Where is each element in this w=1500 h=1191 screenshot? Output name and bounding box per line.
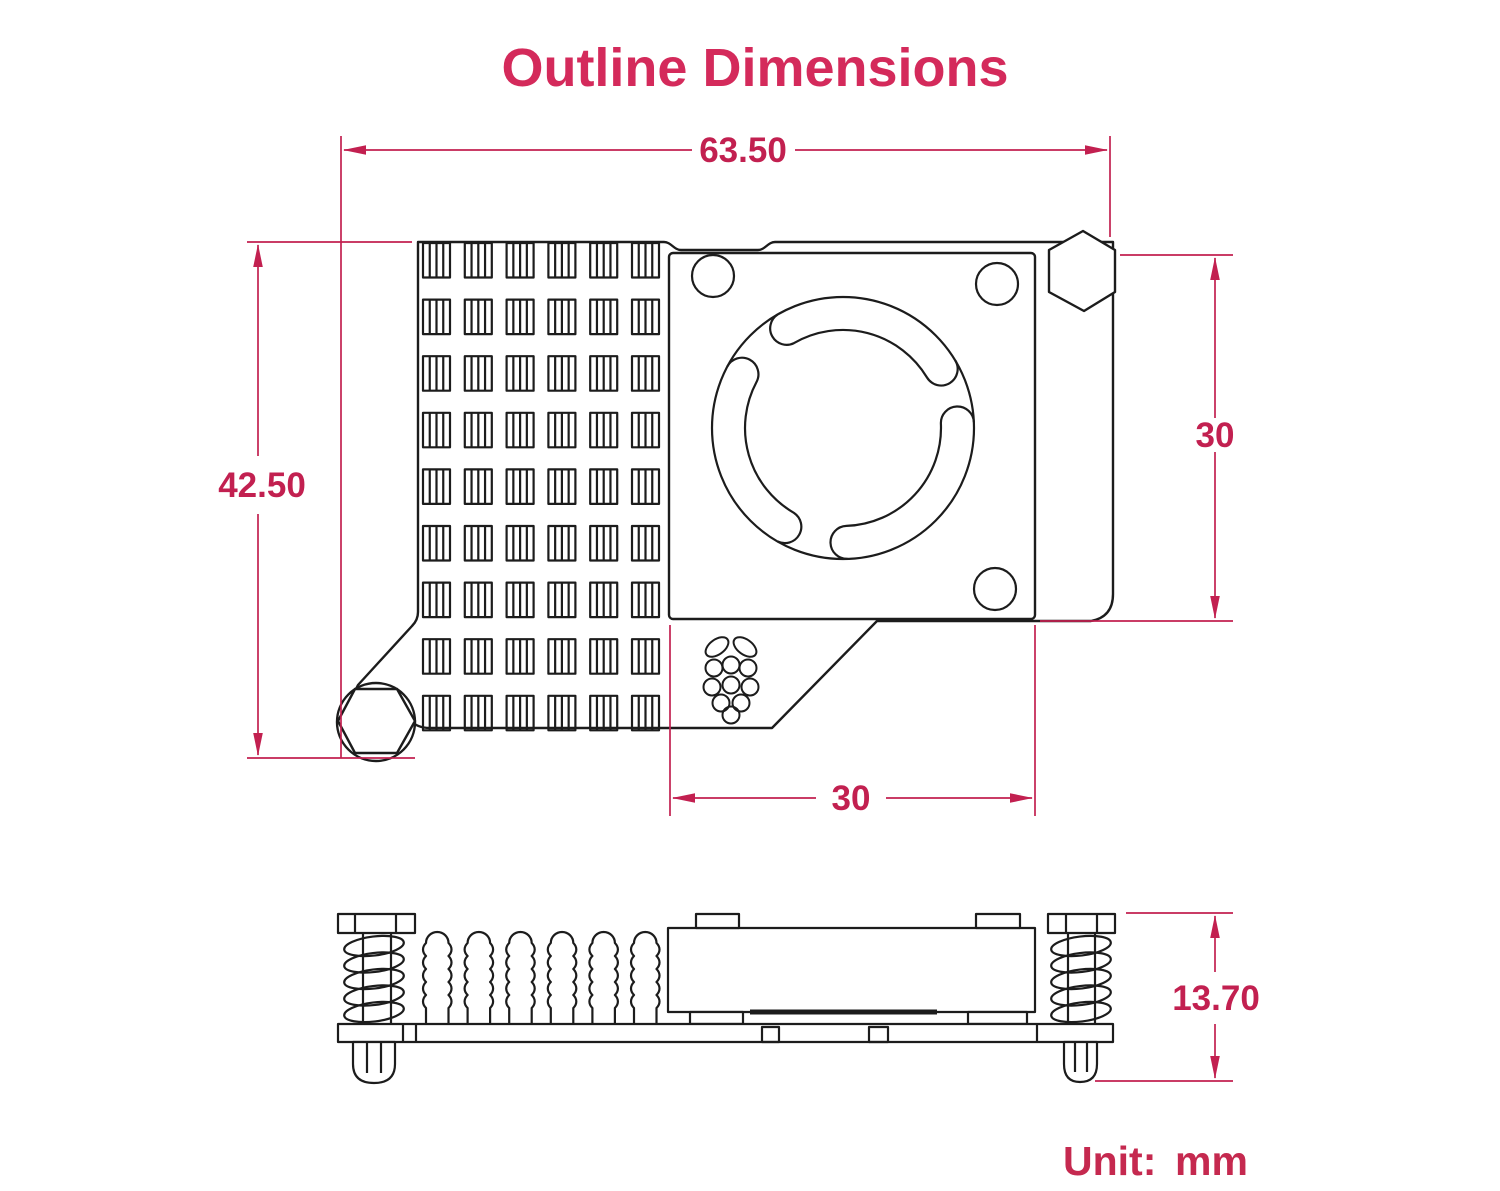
pin-tip-left — [351, 1040, 397, 1085]
side-view — [336, 912, 1117, 1085]
arrow-right — [1010, 793, 1033, 803]
logo-berry-lobe — [702, 677, 722, 697]
fan-tab-left — [694, 912, 741, 930]
pin-tip-right — [1062, 1040, 1099, 1084]
push-pin-tips — [351, 1040, 1099, 1085]
hex-head-right — [1046, 912, 1117, 935]
arrow-up — [253, 244, 263, 267]
top-view — [335, 229, 1117, 763]
fan-foot-left — [688, 1010, 745, 1026]
spring-coil — [343, 934, 405, 958]
spring-coil — [343, 1000, 405, 1024]
hex-heads — [336, 912, 1117, 935]
side-fin — [629, 930, 661, 1024]
push-pin-hex-top-right — [1047, 229, 1117, 313]
arrow-up — [1210, 915, 1220, 938]
dim-fan-height: 30 — [1040, 254, 1235, 622]
arrow-left — [672, 793, 695, 803]
screw-hole-top-right — [974, 261, 1020, 307]
screw-hole-top-left — [690, 253, 736, 299]
side-fin — [463, 930, 495, 1024]
logo-leaf-right — [732, 636, 758, 658]
spring-coil — [1050, 1000, 1112, 1024]
arrow-down — [253, 733, 263, 756]
logo-berry-lobe — [721, 675, 741, 695]
screw-holes — [690, 253, 1020, 612]
spring-coil — [343, 951, 405, 974]
dim-value-side-height: 13.70 — [1172, 979, 1260, 1018]
dim-fan-width: 30 — [669, 625, 1036, 818]
base-notch-right — [867, 1025, 890, 1044]
side-fin — [421, 930, 453, 1024]
dim-overall-height: 42.50 — [218, 241, 415, 759]
fan-tab-right — [974, 912, 1022, 930]
screw-hole-bottom-right — [972, 566, 1018, 612]
push-pin-hex-bottom-left — [336, 687, 417, 755]
side-fin — [505, 930, 536, 1024]
spring-coil — [1050, 934, 1112, 958]
dim-side-height: 13.70 — [1095, 912, 1260, 1082]
arrow-down — [1210, 1056, 1220, 1079]
fan-housing-side — [666, 926, 1037, 1014]
spring-coil — [1050, 984, 1112, 1007]
logo-berry-lobe — [731, 693, 751, 713]
unit-value: mm — [1175, 1138, 1248, 1184]
fan-foot-right — [966, 1010, 1029, 1026]
spring-coil — [1050, 967, 1112, 991]
arrow-up — [1210, 257, 1220, 280]
logo-berry-lobe — [721, 705, 741, 725]
heatsink-fin-grid — [421, 241, 661, 732]
arrow-left — [343, 145, 366, 155]
dimension-annotations: 63.50 42.50 30 — [218, 131, 1260, 1082]
logo-berry-lobe — [711, 693, 731, 713]
spring-pins — [343, 933, 1112, 1024]
raspberry-pi-logo-icon — [702, 636, 760, 725]
top-view-outline — [350, 240, 1115, 730]
page-title: Outline Dimensions — [501, 38, 1008, 98]
logo-leaf-left — [704, 636, 730, 658]
arrow-down — [1210, 596, 1220, 619]
unit-label: Unit: — [1063, 1138, 1156, 1184]
logo-berry-lobe — [740, 677, 760, 697]
hex-head-left — [336, 912, 417, 935]
side-view-fins — [421, 930, 661, 1024]
side-fin — [588, 930, 619, 1024]
side-fin — [546, 930, 578, 1024]
fan-blade-slots — [726, 313, 975, 561]
spring-coil — [1050, 951, 1112, 974]
arrow-right — [1085, 145, 1108, 155]
dim-value-overall-width: 63.50 — [699, 131, 787, 170]
unit-annotation: Unit: mm — [1063, 1138, 1248, 1184]
logo-berry-lobe — [721, 655, 741, 675]
dim-value-fan-width: 30 — [832, 779, 871, 818]
dim-value-fan-height: 30 — [1196, 416, 1235, 455]
spring-coil — [343, 984, 405, 1007]
spring-coil — [343, 967, 405, 991]
base-plate — [336, 1022, 1115, 1044]
base-notch-left — [760, 1025, 781, 1044]
fan-plate — [667, 251, 1037, 621]
dim-value-overall-height: 42.50 — [218, 466, 306, 505]
dim-overall-width: 63.50 — [340, 131, 1111, 758]
